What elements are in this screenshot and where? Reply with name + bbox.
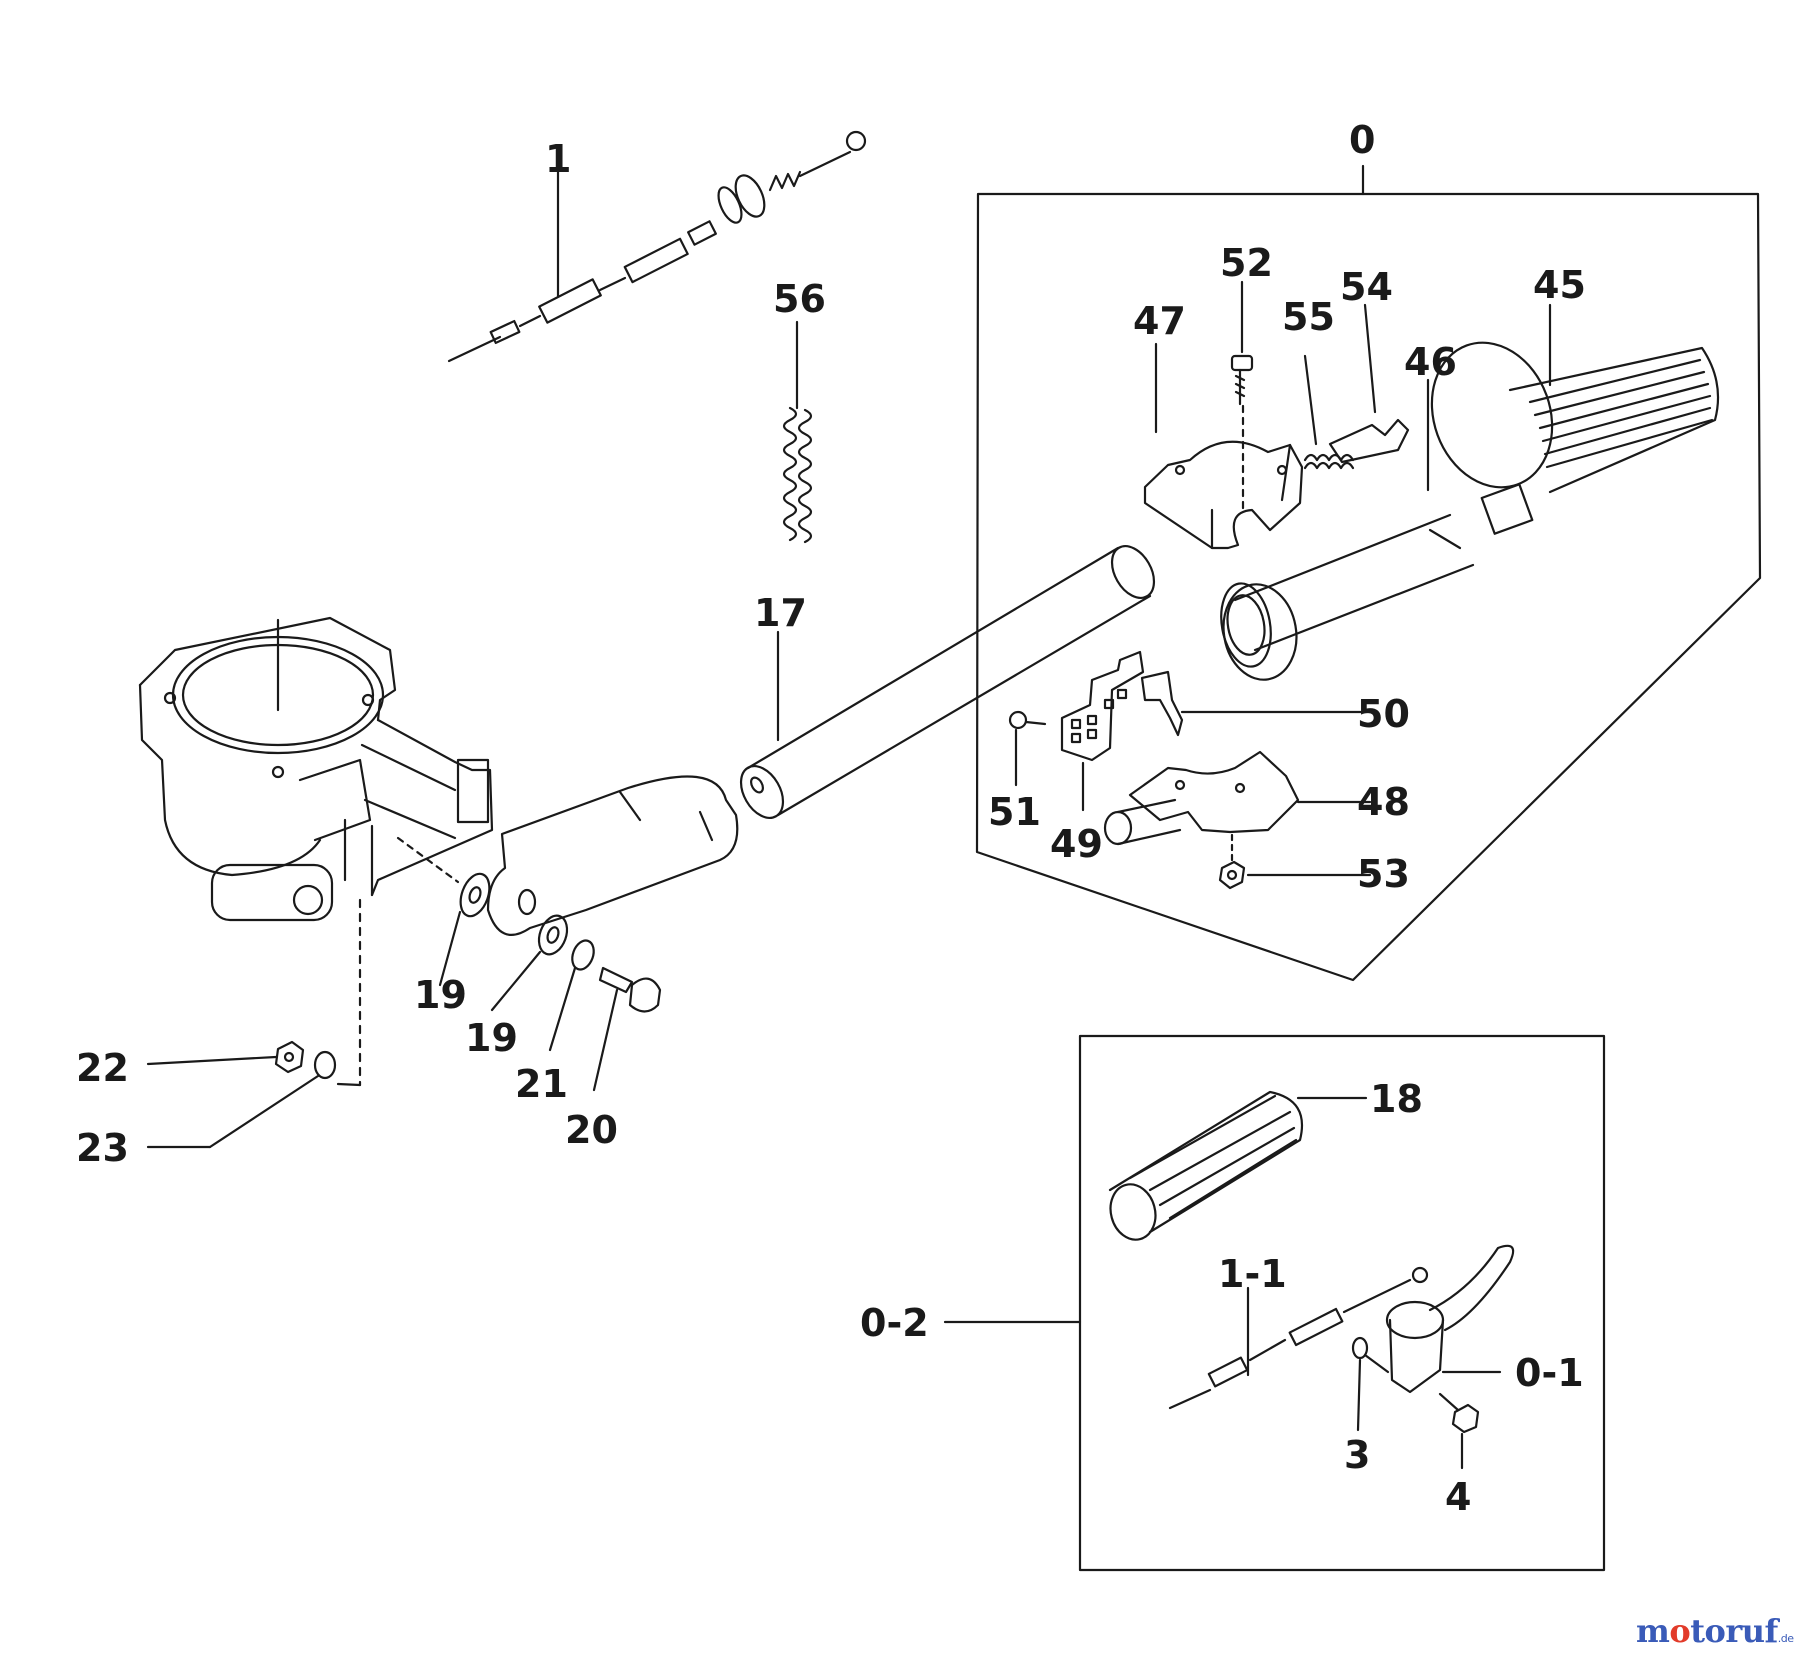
label-0: 0 xyxy=(1349,118,1375,162)
label-22: 22 xyxy=(76,1046,129,1090)
label-47: 47 xyxy=(1133,299,1186,343)
knob-part-54 xyxy=(1328,303,1410,464)
upper-clamp-part-47 xyxy=(1143,342,1304,550)
nut-part-22 xyxy=(146,1040,305,1074)
assembly-0-2-box xyxy=(1078,1034,1606,1572)
label-1: 1 xyxy=(545,137,571,181)
throttle-cable-part-1-1 xyxy=(1168,1266,1429,1410)
label-56: 56 xyxy=(773,277,826,321)
lower-clamp-part-48 xyxy=(1103,750,1372,846)
label-18: 18 xyxy=(1370,1077,1423,1121)
label-23: 23 xyxy=(76,1126,129,1170)
plate-part-49 xyxy=(1060,650,1145,812)
spring-part-56 xyxy=(782,320,813,544)
label-51: 51 xyxy=(988,790,1041,834)
grip-part-18 xyxy=(1108,1090,1368,1241)
part-labels: 0 1 56 52 55 54 47 45 46 17 50 51 49 48 … xyxy=(76,118,1586,1519)
label-55: 55 xyxy=(1282,295,1335,339)
washer-part-19b xyxy=(490,914,569,1012)
nut-part-4 xyxy=(1438,1392,1480,1470)
label-3: 3 xyxy=(1344,1433,1370,1477)
label-48: 48 xyxy=(1357,780,1410,824)
grip-tube-part-46 xyxy=(1220,378,1475,681)
assembly-0-boundary xyxy=(975,192,1762,982)
spring-part-55 xyxy=(1303,354,1355,470)
throttle-cable-part-1 xyxy=(447,130,867,363)
grip-part-45 xyxy=(1430,303,1720,535)
label-0-1: 0-1 xyxy=(1515,1351,1584,1395)
shaft-tube-part-17 xyxy=(739,545,1156,819)
nut-part-53 xyxy=(1218,833,1372,890)
throttle-lever-part-0-1 xyxy=(1385,1244,1515,1394)
clip-part-50 xyxy=(1140,670,1372,737)
screw-part-51 xyxy=(1008,710,1047,787)
watermark-logo: motoruf.de xyxy=(1636,1612,1794,1650)
label-17: 17 xyxy=(754,591,807,635)
label-19a: 19 xyxy=(414,973,467,1017)
label-52: 52 xyxy=(1220,241,1273,285)
label-20: 20 xyxy=(565,1108,618,1152)
label-49: 49 xyxy=(1050,822,1103,866)
screw-part-3 xyxy=(1351,1336,1390,1432)
label-0-2: 0-2 xyxy=(860,1301,929,1345)
label-53: 53 xyxy=(1357,852,1410,896)
label-50: 50 xyxy=(1357,692,1410,736)
lower-arm-bracket xyxy=(486,775,739,936)
label-46: 46 xyxy=(1404,340,1457,384)
bolt-part-20 xyxy=(592,966,662,1092)
label-19b: 19 xyxy=(465,1016,518,1060)
label-21: 21 xyxy=(515,1062,568,1106)
label-45: 45 xyxy=(1533,263,1586,307)
washer-part-19a xyxy=(396,836,491,987)
label-4: 4 xyxy=(1445,1475,1471,1519)
gear-case-housing xyxy=(138,616,494,922)
screw-part-52 xyxy=(1230,280,1254,512)
washer-part-21 xyxy=(548,939,595,1052)
label-54: 54 xyxy=(1340,265,1393,309)
label-1-1: 1-1 xyxy=(1218,1252,1287,1296)
washer-part-23 xyxy=(146,898,362,1149)
